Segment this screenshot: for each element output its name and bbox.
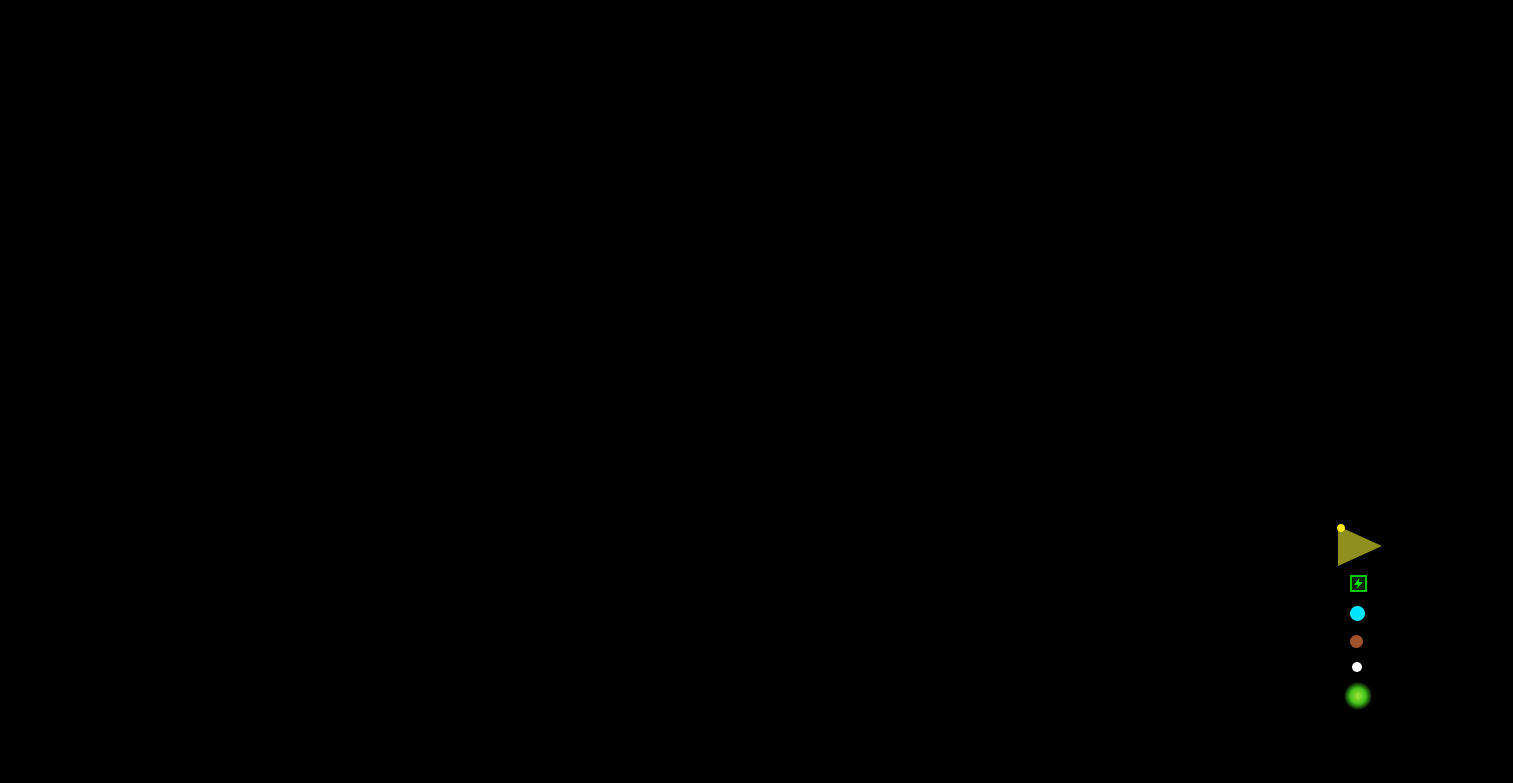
circuit-breaker-icon	[1350, 575, 1367, 592]
camera-icon	[1337, 524, 1382, 566]
light-switch-icon	[1352, 662, 1362, 672]
cursed-possessions-icon	[1350, 606, 1365, 621]
legend-breaker-row	[1350, 575, 1383, 592]
lights-icon	[1344, 682, 1372, 710]
legend-lights-row	[1344, 682, 1380, 710]
legend-sink-row	[1350, 635, 1382, 648]
sink-icon	[1350, 635, 1363, 648]
legend-cursed-row	[1350, 606, 1382, 621]
legend-switch-row	[1352, 662, 1384, 672]
legend-camera-row	[1337, 524, 1394, 566]
